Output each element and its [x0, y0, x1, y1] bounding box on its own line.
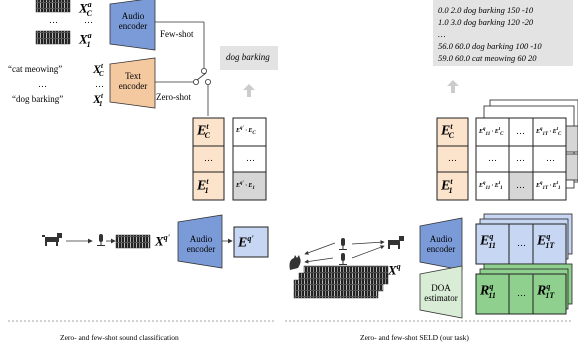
doa-estimator-label: DOA estimator: [424, 283, 458, 303]
sim-grid-cell-label: Eq11 · Et1: [479, 181, 503, 192]
audio-encoder-label: Audio encoder: [118, 11, 148, 31]
spectrogram-icon: [35, 30, 71, 45]
text-encoder-label: Text encoder: [118, 71, 148, 91]
right-caption: Zero- and few-shot SELD (our task): [360, 333, 469, 342]
few-shot-label: Few-shot: [160, 29, 194, 39]
output-line: 0.0 2.0 dog barking 150 -10: [438, 5, 534, 15]
result-label: dog barking: [226, 52, 270, 62]
similarity-top-label: Eq' · EC: [236, 126, 256, 137]
query-embedding: [233, 226, 269, 258]
sim-grid-ellipsis: …: [516, 180, 525, 190]
sim-grid-cell-label: Eq1T · Et1: [536, 181, 561, 192]
text-shot-c-label: XtC: [93, 62, 104, 79]
text-embedding-c-right: [436, 117, 469, 147]
text-embedding-1-right: [436, 171, 469, 201]
text-shot-ellipsis: …: [95, 79, 104, 89]
audio-shot-1-label: Xa1: [79, 31, 92, 49]
dog-icon: [42, 233, 62, 246]
output-line: 56.0 60.0 dog barking 100 -10: [438, 41, 542, 51]
up-arrow-icon: [243, 84, 255, 97]
query-input-label: Xq': [155, 233, 170, 249]
text-encoder-shape: [109, 57, 156, 109]
prompt-cat: “cat meowing”: [8, 64, 63, 74]
spectrogram-icon: [293, 279, 379, 299]
cat-icon: [289, 255, 301, 270]
audio-shot-ellipsis: …: [49, 15, 58, 25]
audio-shot-c-label: XaC: [79, 0, 93, 18]
sim-grid-ellipsis: …: [546, 153, 555, 163]
text-embedding-mid-right: [436, 145, 469, 173]
prompt-dog: “dog barking”: [12, 94, 64, 104]
text-embedding-c: [192, 117, 225, 147]
up-arrow-icon: [447, 80, 459, 93]
doa-estimator-shape: [419, 265, 463, 319]
similarity-grid-front: [475, 117, 567, 201]
sim-grid-cell-label: Eq1T · EtC: [536, 127, 562, 138]
audio-encoder-query-label: Audio encoder: [186, 234, 216, 254]
microphone-icon: [97, 234, 105, 246]
r-q11-label: Rq11: [480, 282, 496, 301]
output-lines: 0.0 2.0 dog barking 150 -10 1.0 3.0 dog …: [438, 4, 542, 64]
microphone-icon: [339, 238, 347, 265]
embedding-ellipsis: …: [204, 153, 213, 163]
sim-grid-ellipsis: …: [488, 153, 497, 163]
output-box: [433, 0, 573, 66]
doa-grid: [475, 263, 573, 315]
output-line: 1.0 3.0 dog barking 120 -20: [438, 17, 534, 27]
e-grid-ellipsis: …: [517, 238, 526, 248]
spectrogram-icon: [35, 0, 71, 13]
r-grid-ellipsis: …: [517, 288, 526, 298]
left-caption: Zero- and few-shot sound classification: [60, 333, 179, 342]
output-line: …: [438, 29, 446, 39]
multichannel-input-label: Xq: [388, 262, 401, 278]
right-embedding-ellipsis: …: [448, 153, 457, 163]
audio-shot-ellipsis-2: …: [84, 15, 93, 25]
sim-grid-cell-label: Eq11 · EtC: [479, 127, 504, 138]
audio-encoder-shape: [109, 0, 156, 51]
similarity-bottom-label: Eq' · E1: [236, 181, 255, 192]
text-embedding-mid: [192, 145, 225, 173]
text-shot-1-label: Xt1: [93, 92, 103, 109]
right-embedding-c-label: EtC: [441, 122, 454, 141]
e-q1T-label: Eq1T: [537, 232, 555, 251]
output-line: 59.0 60.0 cat meowing 60 20: [438, 53, 537, 63]
embedding-c-label: EtC: [197, 122, 210, 141]
text-embedding-1: [192, 171, 225, 201]
sim-grid-ellipsis: …: [516, 153, 525, 163]
e-q11-label: Eq11: [480, 232, 496, 251]
right-audio-encoder-label: Audio encoder: [426, 234, 456, 254]
spectrogram-icon: [115, 234, 151, 249]
similarity-ellipsis: …: [246, 153, 255, 163]
zero-shot-label: Zero-shot: [156, 92, 191, 102]
dog-icon: [388, 236, 404, 249]
prompt-ellipsis: …: [38, 79, 47, 89]
audio-embedding-grid: [475, 213, 573, 265]
query-embedding-label: Eq': [238, 234, 254, 251]
audio-encoder-query-shape: [177, 214, 223, 269]
r-q1T-label: Rq1T: [537, 282, 555, 301]
result-box: [220, 46, 278, 70]
right-embedding-1-label: Et1: [441, 177, 453, 196]
similarity-cell-bottom: [232, 171, 267, 201]
similarity-cell-mid: [232, 145, 267, 173]
embedding-1-label: Et1: [197, 177, 209, 196]
sim-grid-ellipsis: …: [516, 126, 525, 136]
